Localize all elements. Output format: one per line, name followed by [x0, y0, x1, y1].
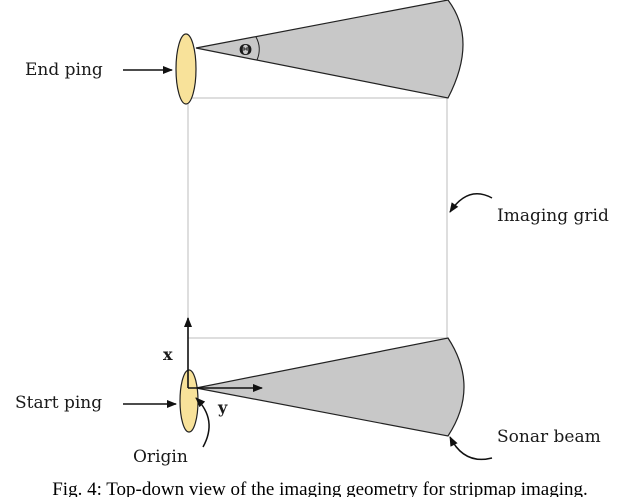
sonar-beam-label: Sonar beam [497, 427, 601, 447]
figure-caption: Fig. 4: Top-down view of the imaging geo… [52, 479, 588, 497]
imaging-grid-rect [187, 97, 448, 339]
theta-label: Θ [239, 41, 252, 59]
start-ping-marker [179, 369, 199, 433]
origin-pointer-arrow [195, 397, 210, 448]
x-axis-label: x [163, 345, 173, 364]
theta-arc [255, 36, 260, 61]
imaging-grid-label: Imaging grid [497, 206, 609, 226]
end-ping-marker [175, 33, 197, 105]
start-ping-label: Start ping [15, 393, 102, 413]
end-ping-sonar-beam [195, 0, 464, 99]
end-ping-label: End ping [25, 60, 103, 80]
imaging-grid-pointer-arrow [449, 193, 493, 213]
origin-label: Origin [133, 447, 188, 467]
start-ping-sonar-beam [195, 337, 465, 437]
sonar-beam-pointer-arrow [449, 436, 493, 461]
y-axis-label: y [217, 398, 228, 417]
